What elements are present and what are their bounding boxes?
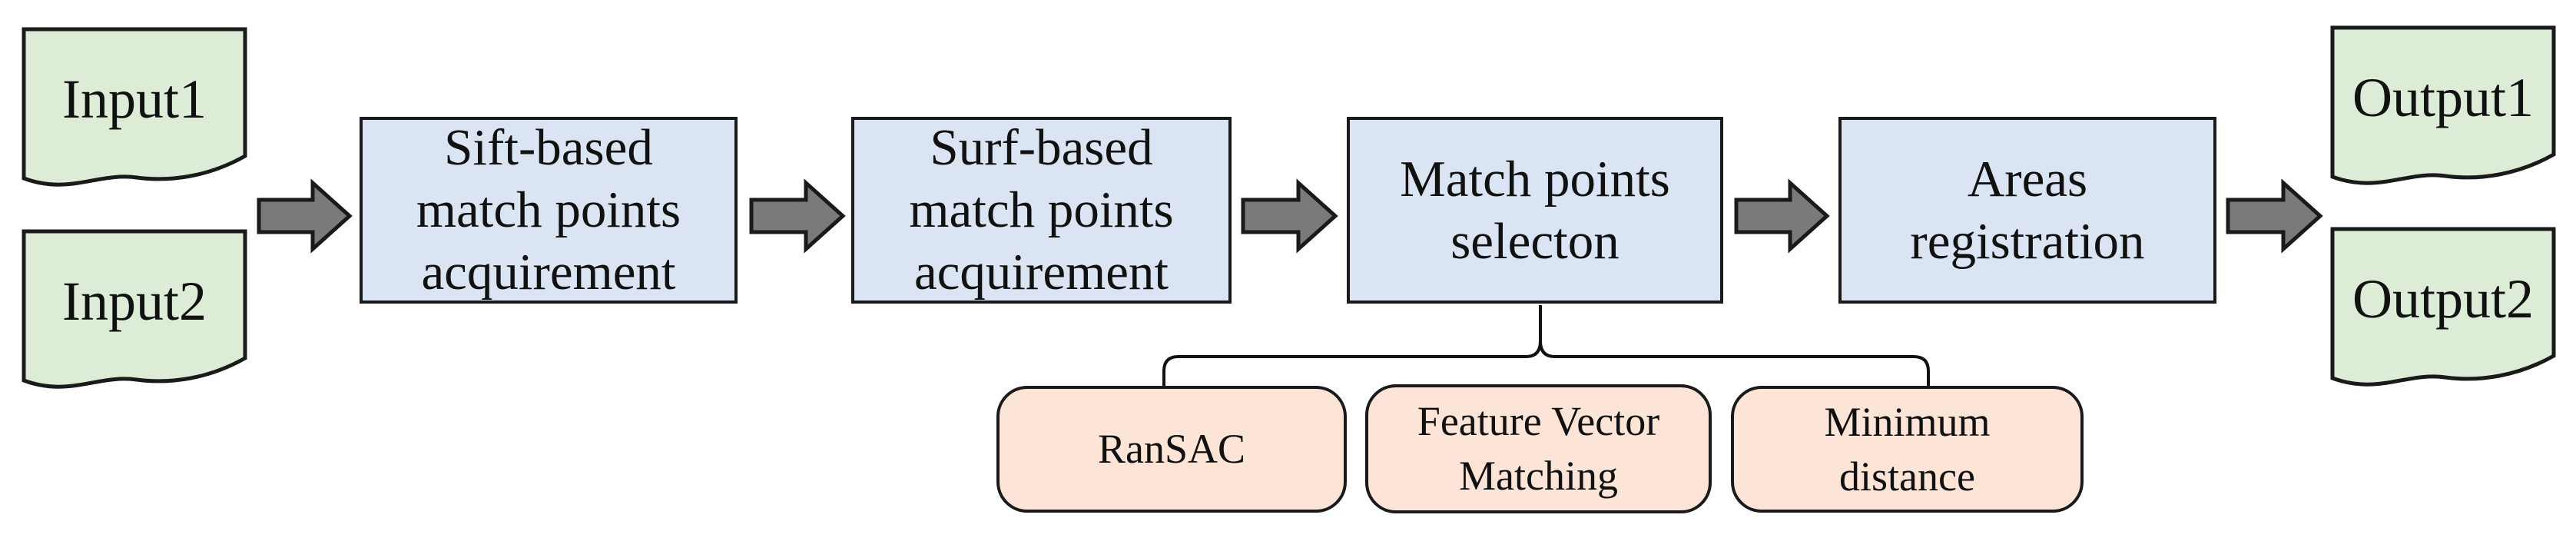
document-output2: Output2 [2330,227,2556,400]
document-output1-label: Output1 [2352,67,2534,128]
flow-arrow-registration-to-outputs [2226,178,2323,254]
flow-arrow-selection-to-registration [1734,178,1830,254]
method-line: Feature Vector [1417,398,1660,444]
process-line: Match points [1400,150,1670,208]
process-line: Sift-based [444,119,653,176]
method-minimum-distance: Minimum distance [1731,386,2084,513]
document-input1: Input1 [22,27,247,200]
method-line: RanSAC [1097,426,1246,472]
document-output1: Output1 [2330,25,2556,198]
document-shape [22,229,247,389]
process-line: acquirement [913,244,1169,301]
bracket-connector-left [1162,305,1542,387]
method-line: Matching [1459,453,1618,499]
flow-arrow-surf-to-selection [1241,178,1338,254]
process-line: acquirement [421,244,676,301]
process-line: registration [1910,212,2145,270]
flow-arrow-sift-to-surf [749,178,846,254]
method-line: distance [1839,453,1975,500]
flow-arrow-inputs-to-sift [257,178,353,254]
method-ransac: RanSAC [996,386,1347,513]
document-input1-label: Input1 [62,68,207,130]
document-input2: Input2 [22,229,247,402]
bracket-connector-right [1539,340,1930,387]
process-surf-match-points: Surf-based match points acquirement [851,117,1232,304]
method-feature-vector-matching: Feature Vector Matching [1365,384,1712,513]
process-line: Surf-based [930,119,1153,176]
process-line: match points [416,181,681,238]
document-input2-label: Input2 [62,271,207,332]
document-shape [2330,25,2556,185]
document-shape [2330,227,2556,387]
method-line: Minimum [1824,398,1991,445]
process-sift-match-points: Sift-based match points acquirement [360,117,738,304]
process-line: Areas [1967,150,2088,208]
document-output2-label: Output2 [2352,268,2534,330]
process-match-points-selection: Match points selecton [1347,117,1723,304]
process-line: match points [909,181,1174,238]
process-areas-registration: Areas registration [1838,117,2216,304]
document-shape [22,27,247,187]
process-line: selecton [1450,212,1620,270]
